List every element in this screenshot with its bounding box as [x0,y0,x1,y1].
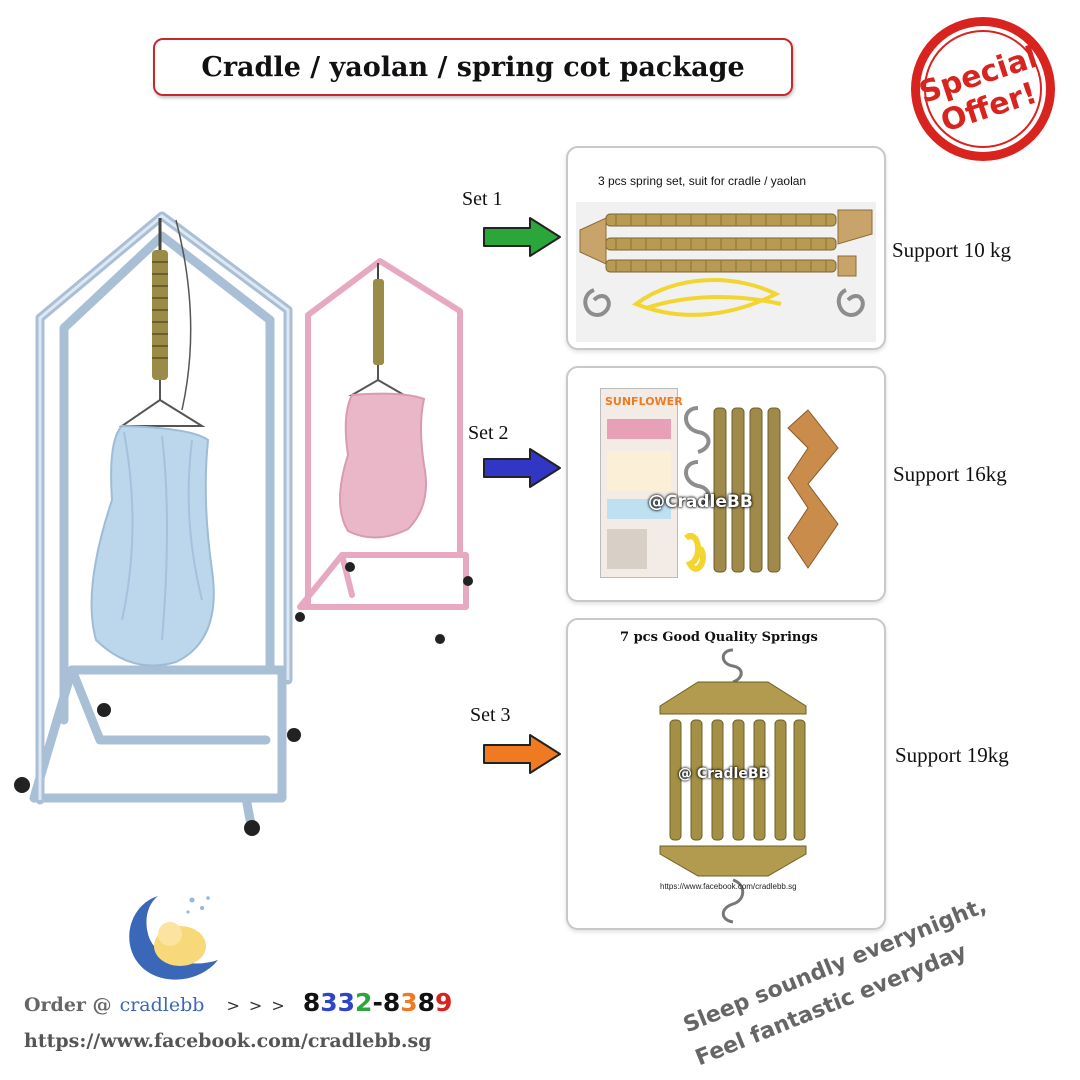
arrow-right-icon [483,448,561,488]
set3-watermark: @ CradleBB [678,766,770,782]
blue-cradle-icon [14,211,301,836]
set3-panel: 7 pcs Good Quality Springs @ CradleBB ht… [566,618,886,930]
pink-cradle-icon [295,258,473,644]
order-line: Order @ cradlebb > > > 8332-8389 [24,988,452,1017]
set3-support: Support 19kg [895,743,1009,767]
sleeping-baby-moon-logo [129,896,218,980]
special-offer-badge: Special Offer! [911,17,1055,161]
set3-caption: 7 pcs Good Quality Springs [620,630,818,645]
phone-part: 8 [302,988,321,1017]
spring-set-image [579,209,873,317]
order-label: Order @ [24,994,112,1016]
set1-caption: 3 pcs spring set, suit for cradle / yaol… [598,174,807,188]
spring-package-box: SUNFLOWER [600,388,683,578]
set1-panel: 3 pcs spring set, suit for cradle / yaol… [566,146,886,350]
set3-label: Set 3 [470,704,511,726]
phone-part: - [372,988,383,1017]
set2-panel: SUNFLOWER @CradleBB [566,366,886,602]
phone-part: 3 [400,988,418,1017]
order-brand: cradlebb [119,994,205,1016]
phone-part: 2 [355,988,373,1017]
spring-set-image [684,406,839,573]
package-brand: SUNFLOWER [605,395,683,408]
title-box: Cradle / yaolan / spring cot package [153,38,793,96]
phone-part: 33 [320,988,356,1017]
set1-label: Set 1 [462,188,503,210]
order-arrows: > > > [226,996,287,1015]
set2-watermark: @CradleBB [648,492,753,512]
set3-url: https://www.facebook.com/cradlebb.sg [660,882,797,891]
arrow-right-icon [483,734,561,774]
arrow-right-icon [483,217,561,257]
facebook-link[interactable]: https://www.facebook.com/cradlebb.sg [24,1030,432,1052]
page-title: Cradle / yaolan / spring cot package [201,51,745,83]
phone-number[interactable]: 8332-8389 [303,988,453,1017]
spring-set-image [659,648,807,924]
phone-part: 9 [435,988,453,1017]
phone-part: 8 [382,988,401,1017]
set2-support: Support 16kg [893,462,1007,486]
set2-label: Set 2 [468,422,509,444]
set1-support: Support 10 kg [892,238,1012,262]
phone-part: 8 [417,988,436,1017]
